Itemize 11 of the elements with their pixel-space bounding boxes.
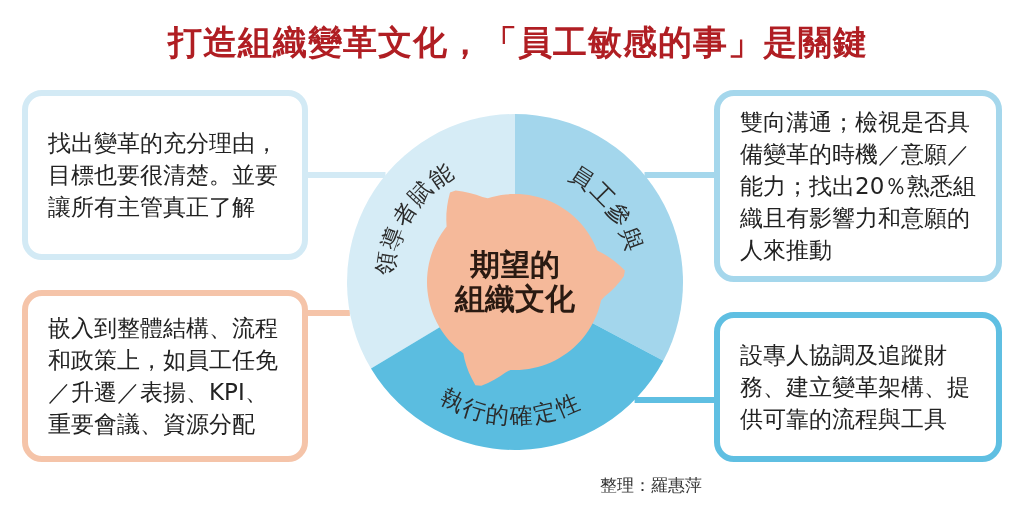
- credit-note: 整理：羅惠萍: [600, 474, 702, 497]
- text-box: 設專人協調及追蹤財務、建立變革架構、提供可靠的流程與工具: [714, 312, 1002, 462]
- segment-label: 執行的確定性: [436, 383, 585, 430]
- text-box: 雙向溝通；檢視是否具備變革的時機／意願／能力；找出20％熟悉組織且有影響力和意願的人來推動: [714, 90, 1002, 282]
- connector-line: [634, 397, 714, 403]
- connector-line: [644, 172, 714, 178]
- title: 打造組織變革文化，「員工敏感的事」是關鍵: [166, 21, 869, 64]
- text-box: 嵌入到整體結構、流程和政策上，如員工任免／升遷／表揚、KPI、重要會議、資源分配: [22, 290, 308, 462]
- connector-line: [308, 172, 386, 178]
- text-box: 找出變革的充分理由，目標也要很清楚。並要讓所有主管真正了解: [22, 90, 308, 260]
- connector-line: [308, 310, 350, 316]
